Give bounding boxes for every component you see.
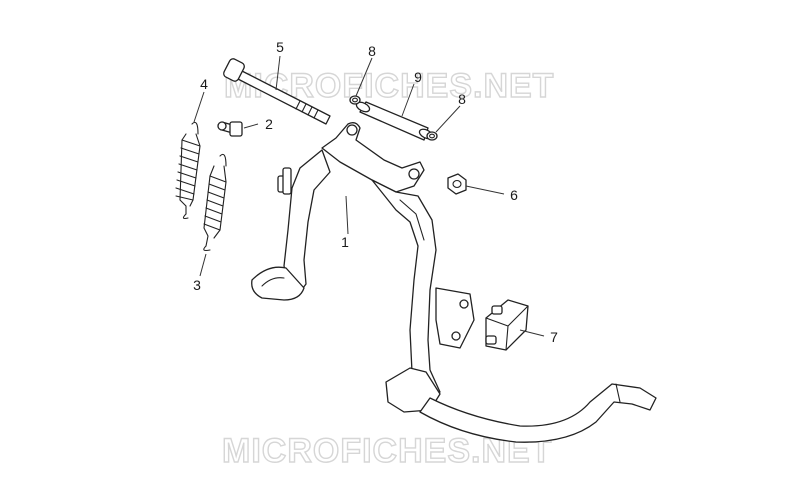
leader-lines xyxy=(193,55,545,337)
callout-6: 6 xyxy=(510,187,518,203)
spring-lower xyxy=(203,153,227,252)
callout-3: 3 xyxy=(193,277,201,293)
washer-right xyxy=(426,131,438,141)
washer-left xyxy=(349,95,361,105)
callout-8-left: 8 xyxy=(368,43,376,59)
callout-4: 4 xyxy=(200,76,208,92)
callout-2: 2 xyxy=(265,116,273,132)
nut xyxy=(447,173,467,195)
callout-9: 9 xyxy=(414,69,422,85)
stand-pin xyxy=(277,167,292,195)
rubber-buffer xyxy=(485,299,529,351)
bolt xyxy=(223,58,331,125)
callout-5: 5 xyxy=(276,39,284,55)
stud xyxy=(217,121,243,137)
watermark-top: MICROFICHES.NET xyxy=(224,67,554,105)
sleeve xyxy=(355,101,434,141)
callout-8-right: 8 xyxy=(458,91,466,107)
spring-upper xyxy=(175,121,201,220)
callout-7: 7 xyxy=(550,329,558,345)
callout-1: 1 xyxy=(341,234,349,250)
center-stand xyxy=(251,122,657,443)
